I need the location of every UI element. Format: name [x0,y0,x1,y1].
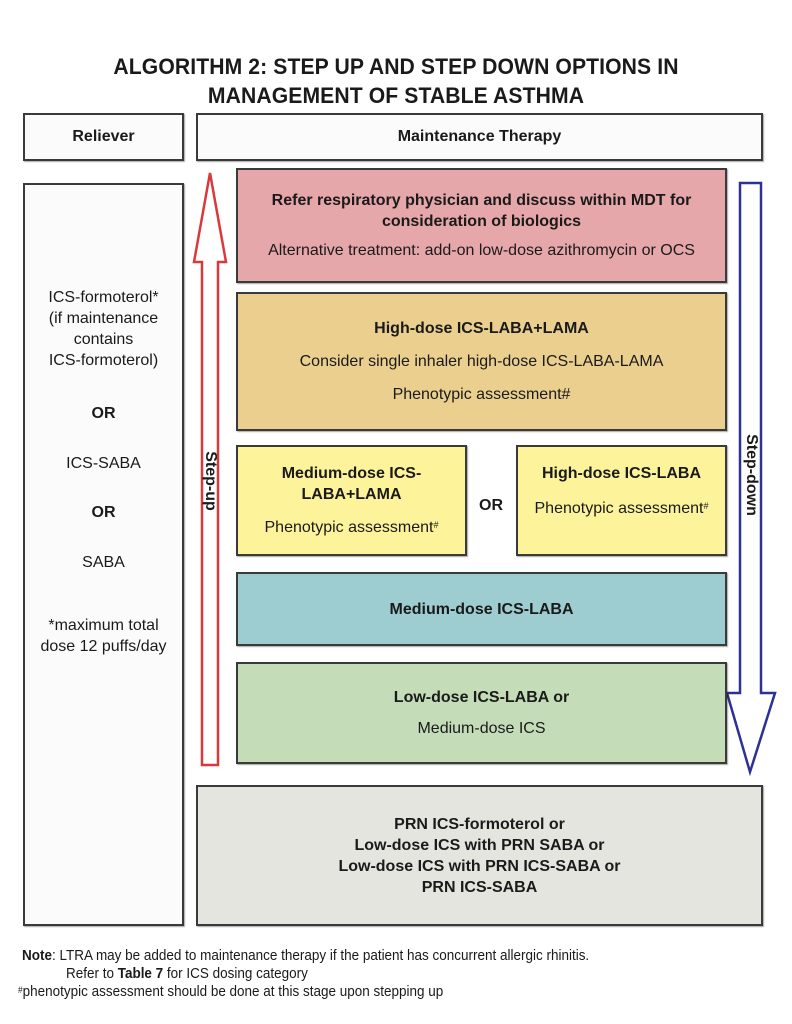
prn-line: Low-dose ICS with PRN ICS-SABA or [338,857,621,875]
reliever-option-1: ICS-formoterol* (if maintenance contains… [48,287,158,371]
step-low-dual-box: Low-dose ICS-LABA or Medium-dose ICS [236,662,727,764]
hash-superscript: # [703,501,709,511]
reliever-line: ICS-formoterol) [48,352,159,369]
step-high-triple-box: High-dose ICS-LABA+LAMA Consider single … [236,292,727,431]
high-dual-title: High-dose ICS-LABA [541,465,702,482]
maintenance-header-label: Maintenance Therapy [397,128,562,145]
biologics-alternative: Alternative treatment: add-on low-dose a… [268,242,695,259]
high-dual-phenotypic: Phenotypic assessment# [535,498,709,519]
reliever-or-1: OR [91,405,116,422]
reliever-footnote-line: *maximum total [48,617,159,634]
medium-triple-phenotypic: Phenotypic assessment# [265,517,439,538]
biologics-title-line: consideration of biologics [381,213,582,230]
reliever-options-box: ICS-formoterol* (if maintenance contains… [23,183,184,926]
page-title: ALGORITHM 2: STEP UP AND STEP DOWN OPTIO… [24,52,768,110]
step-down-arrow [725,181,777,777]
step-medium-dual-box: Medium-dose ICS-LABA [236,572,727,646]
note-ltra: Note: LTRA may be added to maintenance t… [22,948,589,965]
step-high-dual-box: High-dose ICS-LABA Phenotypic assessment… [516,445,727,556]
step-prn-box: PRN ICS-formoterol or Low-dose ICS with … [196,785,763,926]
low-dual-alt: Medium-dose ICS [417,720,546,737]
title-line-1: ALGORITHM 2: STEP UP AND STEP DOWN OPTIO… [113,54,679,79]
refer-prefix: Refer to [66,966,118,982]
step-biologics-box: Refer respiratory physician and discuss … [236,168,727,283]
reliever-line: contains [73,331,134,348]
maintenance-header: Maintenance Therapy [196,113,763,161]
medium-dual-title: Medium-dose ICS-LABA [389,600,574,618]
reliever-line: (if maintenance [48,310,159,327]
prn-line: PRN ICS-SABA [421,878,538,896]
step-up-label: Step-up [202,451,219,511]
low-dual-title: Low-dose ICS-LABA or [393,689,570,706]
reliever-footnote: *maximum total dose 12 puffs/day [40,615,166,657]
reliever-option-3: SABA [82,554,125,571]
note-label: Note [22,948,52,964]
step-medium-triple-box: Medium-dose ICS- LABA+LAMA Phenotypic as… [236,445,467,556]
hash-superscript: # [18,985,23,995]
biologics-title-line: Refer respiratory physician and discuss … [271,192,692,209]
reliever-or-2: OR [91,504,116,521]
prn-line: PRN ICS-formoterol or [394,815,565,833]
high-dual-phenotypic-text: Phenotypic assessment [534,500,704,517]
or-between-steps: OR [479,497,503,514]
note-text: : LTRA may be added to maintenance thera… [51,948,590,964]
step-down-label: Step-down [743,434,760,516]
medium-triple-title-line: Medium-dose ICS- [281,465,422,482]
table-reference: Table 7 [117,966,164,982]
reliever-header: Reliever [23,113,184,161]
reliever-footnote-line: dose 12 puffs/day [40,638,167,655]
prn-line: Low-dose ICS with PRN SABA or [354,836,605,854]
hash-superscript: # [433,520,439,530]
note-phenotypic: #phenotypic assessment should be done at… [18,984,443,1001]
medium-triple-title-line: LABA+LAMA [301,486,402,503]
note-refer: Refer to Table 7 for ICS dosing category [66,966,308,983]
medium-triple-phenotypic-text: Phenotypic assessment [264,519,434,536]
refer-suffix: for ICS dosing category [163,966,308,982]
title-line-2: MANAGEMENT OF STABLE ASTHMA [207,83,585,108]
reliever-header-label: Reliever [72,128,135,145]
high-triple-title: High-dose ICS-LABA+LAMA [374,320,589,337]
step-up-arrow [192,172,228,767]
reliever-line: ICS-formoterol* [48,289,159,306]
phenotypic-note-text: phenotypic assessment should be done at … [22,984,444,1000]
high-triple-line-2: Phenotypic assessment# [392,386,571,403]
high-triple-line-1: Consider single inhaler high-dose ICS-LA… [299,353,664,370]
reliever-option-2: ICS-SABA [66,455,141,472]
